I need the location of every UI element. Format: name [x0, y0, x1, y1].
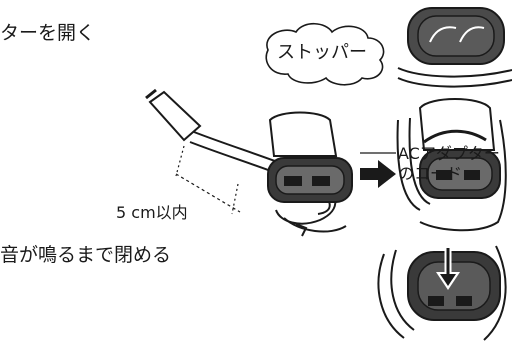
distance-label: 5 cm以内 [116, 203, 188, 222]
core-on-cord [396, 98, 507, 232]
step-open-text: ターを開く [0, 22, 96, 44]
next-step-arrow [360, 160, 396, 188]
cord-label-line2: のコード [398, 164, 463, 183]
stopper-label: ストッパー [277, 42, 367, 63]
distance-guide [175, 145, 241, 215]
cord-label-line1: ACアダプター [398, 144, 500, 163]
step-close-text: 音が鳴るまで閉める [0, 244, 172, 266]
stopper-callout-cloud: ストッパー [265, 22, 385, 86]
closed-ferrite-core [377, 245, 507, 341]
open-ferrite-core [267, 111, 353, 203]
ferrite-core-closeup [397, 7, 512, 88]
